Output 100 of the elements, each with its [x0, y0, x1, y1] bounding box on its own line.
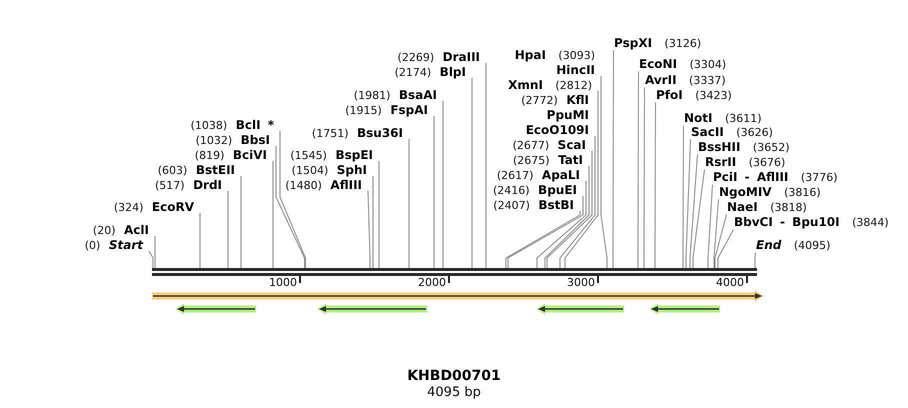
leader-line: [536, 180, 586, 268]
site-position: (3844): [852, 216, 889, 228]
enzyme-name: BciVI: [232, 148, 267, 162]
site-position: (3776): [800, 170, 838, 184]
leader-line: [714, 214, 727, 268]
leader-line: [544, 166, 590, 268]
enzyme-name: FspAI: [390, 102, 428, 116]
leader-line: [442, 100, 444, 268]
leader-line: [280, 130, 306, 268]
enzyme-name: XmnI: [508, 78, 543, 92]
enzyme-name: BspEI: [335, 148, 373, 162]
enzyme-name: DrdI: [193, 178, 222, 192]
site-position: (1480): [285, 178, 322, 192]
site-position: (2407): [493, 198, 530, 212]
leader-line: [600, 76, 608, 268]
site-position: (819): [194, 148, 224, 162]
leader-line: [148, 250, 154, 268]
site-position: (3818): [770, 200, 807, 214]
enzyme-name: HincII: [556, 62, 595, 76]
leader-line: [546, 150, 592, 268]
site-position: (2677): [512, 138, 550, 152]
enzyme-name: PciI - AflIII: [713, 170, 788, 184]
sequence-start-label: Start: [108, 238, 143, 252]
enzyme-name: DraIII: [442, 50, 480, 64]
leader-line: [372, 176, 374, 268]
site-position: (3652): [752, 140, 790, 154]
dna-backbone: [152, 268, 757, 276]
leader-line: [692, 169, 705, 268]
leader-line: [754, 252, 756, 268]
enzyme-name: SphI: [336, 162, 367, 176]
site-position: (2416): [492, 184, 530, 196]
leader-line: [276, 146, 305, 268]
map-title: KHBD00701: [407, 368, 501, 385]
site-position: (2269): [398, 50, 434, 64]
enzyme-name: BstEII: [196, 162, 235, 176]
site-position: (3093): [558, 48, 595, 62]
enzyme-name: BpuEI: [538, 182, 577, 196]
enzyme-name: EcoO109I: [526, 122, 589, 136]
enzyme-name: KflI: [566, 92, 589, 106]
leader-line: [682, 125, 684, 268]
leader-line: [240, 176, 242, 268]
site-position: (2675): [512, 154, 550, 166]
enzyme-name: ScaI: [558, 138, 586, 152]
site-position: (1504): [292, 164, 328, 176]
site-position: (2772): [521, 94, 558, 106]
leader-line: [368, 190, 370, 268]
site-position: (1751): [312, 126, 348, 140]
sequence-end-label: End: [756, 238, 782, 252]
scale-number: 1000: [269, 276, 297, 289]
leader-line: [686, 139, 691, 268]
leader-line: [612, 50, 614, 268]
enzyme-name: PspXI: [614, 36, 652, 50]
enzyme-name: AclI: [124, 222, 149, 236]
site-position: (1545): [290, 148, 327, 162]
leader-line: [508, 196, 584, 268]
enzyme-name: RsrII: [705, 154, 736, 168]
leader-line: [718, 229, 734, 268]
leader-line: [560, 136, 596, 268]
site-position: (1032): [196, 134, 232, 146]
leader-line: [154, 236, 156, 268]
site-position: (3626): [736, 126, 773, 138]
site-position: (1915): [345, 104, 382, 116]
enzyme-name: AvrII: [645, 72, 677, 86]
enzyme-name: PfoI: [656, 88, 683, 102]
enzyme-name: AflIII: [330, 178, 362, 192]
enzyme-name: BlpI: [440, 64, 466, 78]
sequence-length: 4095 bp: [427, 385, 481, 400]
enzyme-name: NgoMIV: [719, 184, 772, 198]
site-position: (603): [158, 164, 188, 176]
site-position: (2812): [555, 78, 592, 92]
leader-line: [506, 210, 580, 268]
scale-number: 3000: [567, 276, 595, 289]
site-position: (3611): [725, 112, 762, 124]
scale-number: 2000: [418, 276, 446, 289]
leader-line: [408, 138, 410, 268]
enzyme-name: SacII: [691, 124, 724, 138]
site-position: (3676): [748, 156, 786, 168]
leader-line: [644, 87, 645, 268]
site-position: (2174): [394, 66, 432, 78]
enzyme-name: NaeI: [727, 200, 758, 214]
site-position: (0): [84, 238, 100, 252]
enzyme-name: BstBI: [538, 198, 574, 212]
enzyme-name: BbsI: [240, 132, 270, 146]
enzyme-name: BssHII: [698, 140, 740, 154]
site-position: (1038): [190, 118, 228, 132]
enzyme-name: BsaAI: [398, 88, 437, 102]
leader-line: [708, 184, 713, 268]
site-position: (1981): [354, 88, 390, 102]
enzyme-name: NotI: [684, 110, 712, 124]
site-position: (3816): [784, 186, 821, 198]
site-position: (517): [154, 178, 185, 192]
enzyme-name: EcoNI: [639, 56, 678, 70]
enzyme-name: TatI: [558, 152, 583, 166]
enzyme-name: Bsu36I: [357, 126, 403, 140]
enzyme-name: PpuMI: [546, 108, 589, 122]
enzyme-name: BbvCI - Bpu10I: [734, 214, 840, 228]
scale-number: 4000: [716, 276, 744, 289]
enzyme-name: EcoRV: [152, 200, 194, 214]
site-position: (3423): [695, 88, 732, 102]
enzyme-name: ApaLI: [542, 168, 580, 182]
